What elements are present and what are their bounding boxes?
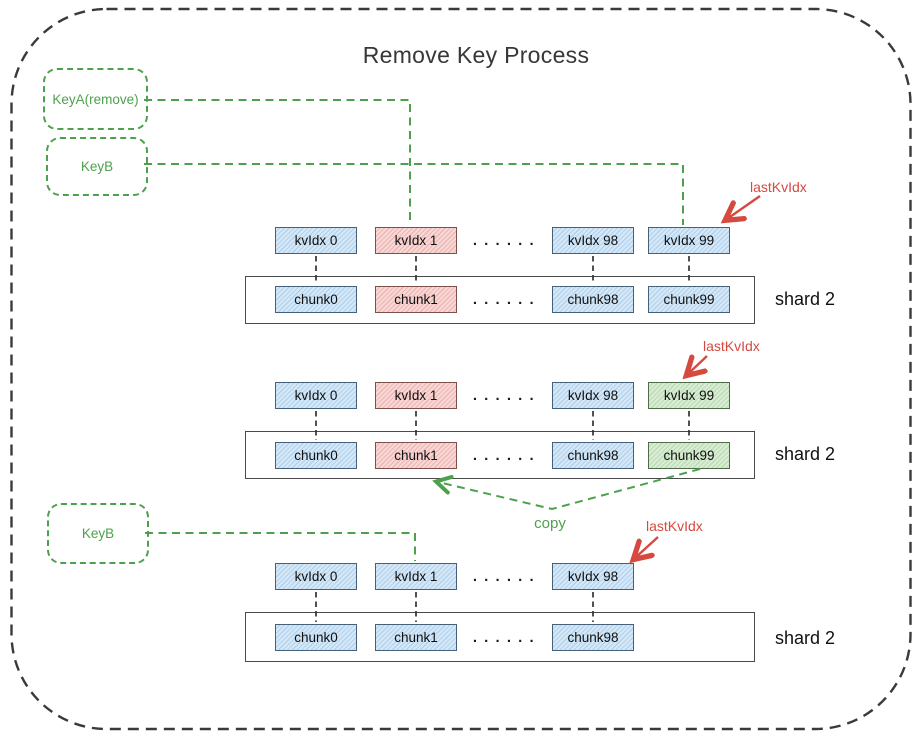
chunk-box: chunk98 [552,442,634,469]
kv-box: kvIdx 99 [648,382,730,409]
ellipsis: . . . . . . [472,387,536,404]
copy-label: copy [534,515,566,532]
shard-label: shard 2 [775,444,836,464]
shard-label: shard 2 [775,628,836,648]
kv-box: kvIdx 0 [275,382,357,409]
kv-box: kvIdx 98 [552,563,634,590]
diagram-title: Remove Key Process [362,42,590,68]
chunk-box: chunk1 [375,442,457,469]
last-kv-idx-label: lastKvIdx [646,518,703,534]
kv-box: kvIdx 1 [375,563,457,590]
kv-box: kvIdx 1 [375,227,457,254]
chunk-box: chunk1 [375,624,457,651]
last-kv-idx-arrow [688,356,708,374]
last-kv-idx-label: lastKvIdx [703,338,760,354]
ellipsis: . . . . . . [472,568,536,585]
chunk-box: chunk1 [375,286,457,313]
chunk-box: chunk0 [275,442,357,469]
last-kv-idx-arrow [635,536,659,558]
chunk-box: chunk98 [552,286,634,313]
chunk-box: chunk0 [275,624,357,651]
shard-label: shard 2 [775,289,836,309]
key-b-bottom-connector-line [145,532,416,561]
key-b-top-label: KeyB [80,159,114,174]
ellipsis: . . . . . . [472,447,536,464]
kv-box: kvIdx 0 [275,563,357,590]
ellipsis: . . . . . . [472,232,536,249]
last-kv-idx-arrow [727,195,761,219]
last-kv-idx-label: lastKvIdx [750,179,807,195]
kv-box: kvIdx 99 [648,227,730,254]
chunk-box: chunk99 [648,286,730,313]
key-b-top-connector-line [144,163,684,225]
kv-box: kvIdx 0 [275,227,357,254]
key-b-top-box: KeyB [46,137,148,196]
key-a-box: KeyA(remove) [43,68,148,130]
ellipsis: . . . . . . [472,291,536,308]
key-b-bottom-box: KeyB [47,503,149,564]
ellipsis: . . . . . . [472,629,536,646]
kv-box: kvIdx 1 [375,382,457,409]
key-b-bottom-label: KeyB [81,526,115,541]
kv-box: kvIdx 98 [552,227,634,254]
key-a-label: KeyA(remove) [52,91,139,107]
chunk-box: chunk0 [275,286,357,313]
key-a-connector-line [144,99,411,225]
chunk-box: chunk98 [552,624,634,651]
chunk-box: chunk99 [648,442,730,469]
kv-box: kvIdx 98 [552,382,634,409]
